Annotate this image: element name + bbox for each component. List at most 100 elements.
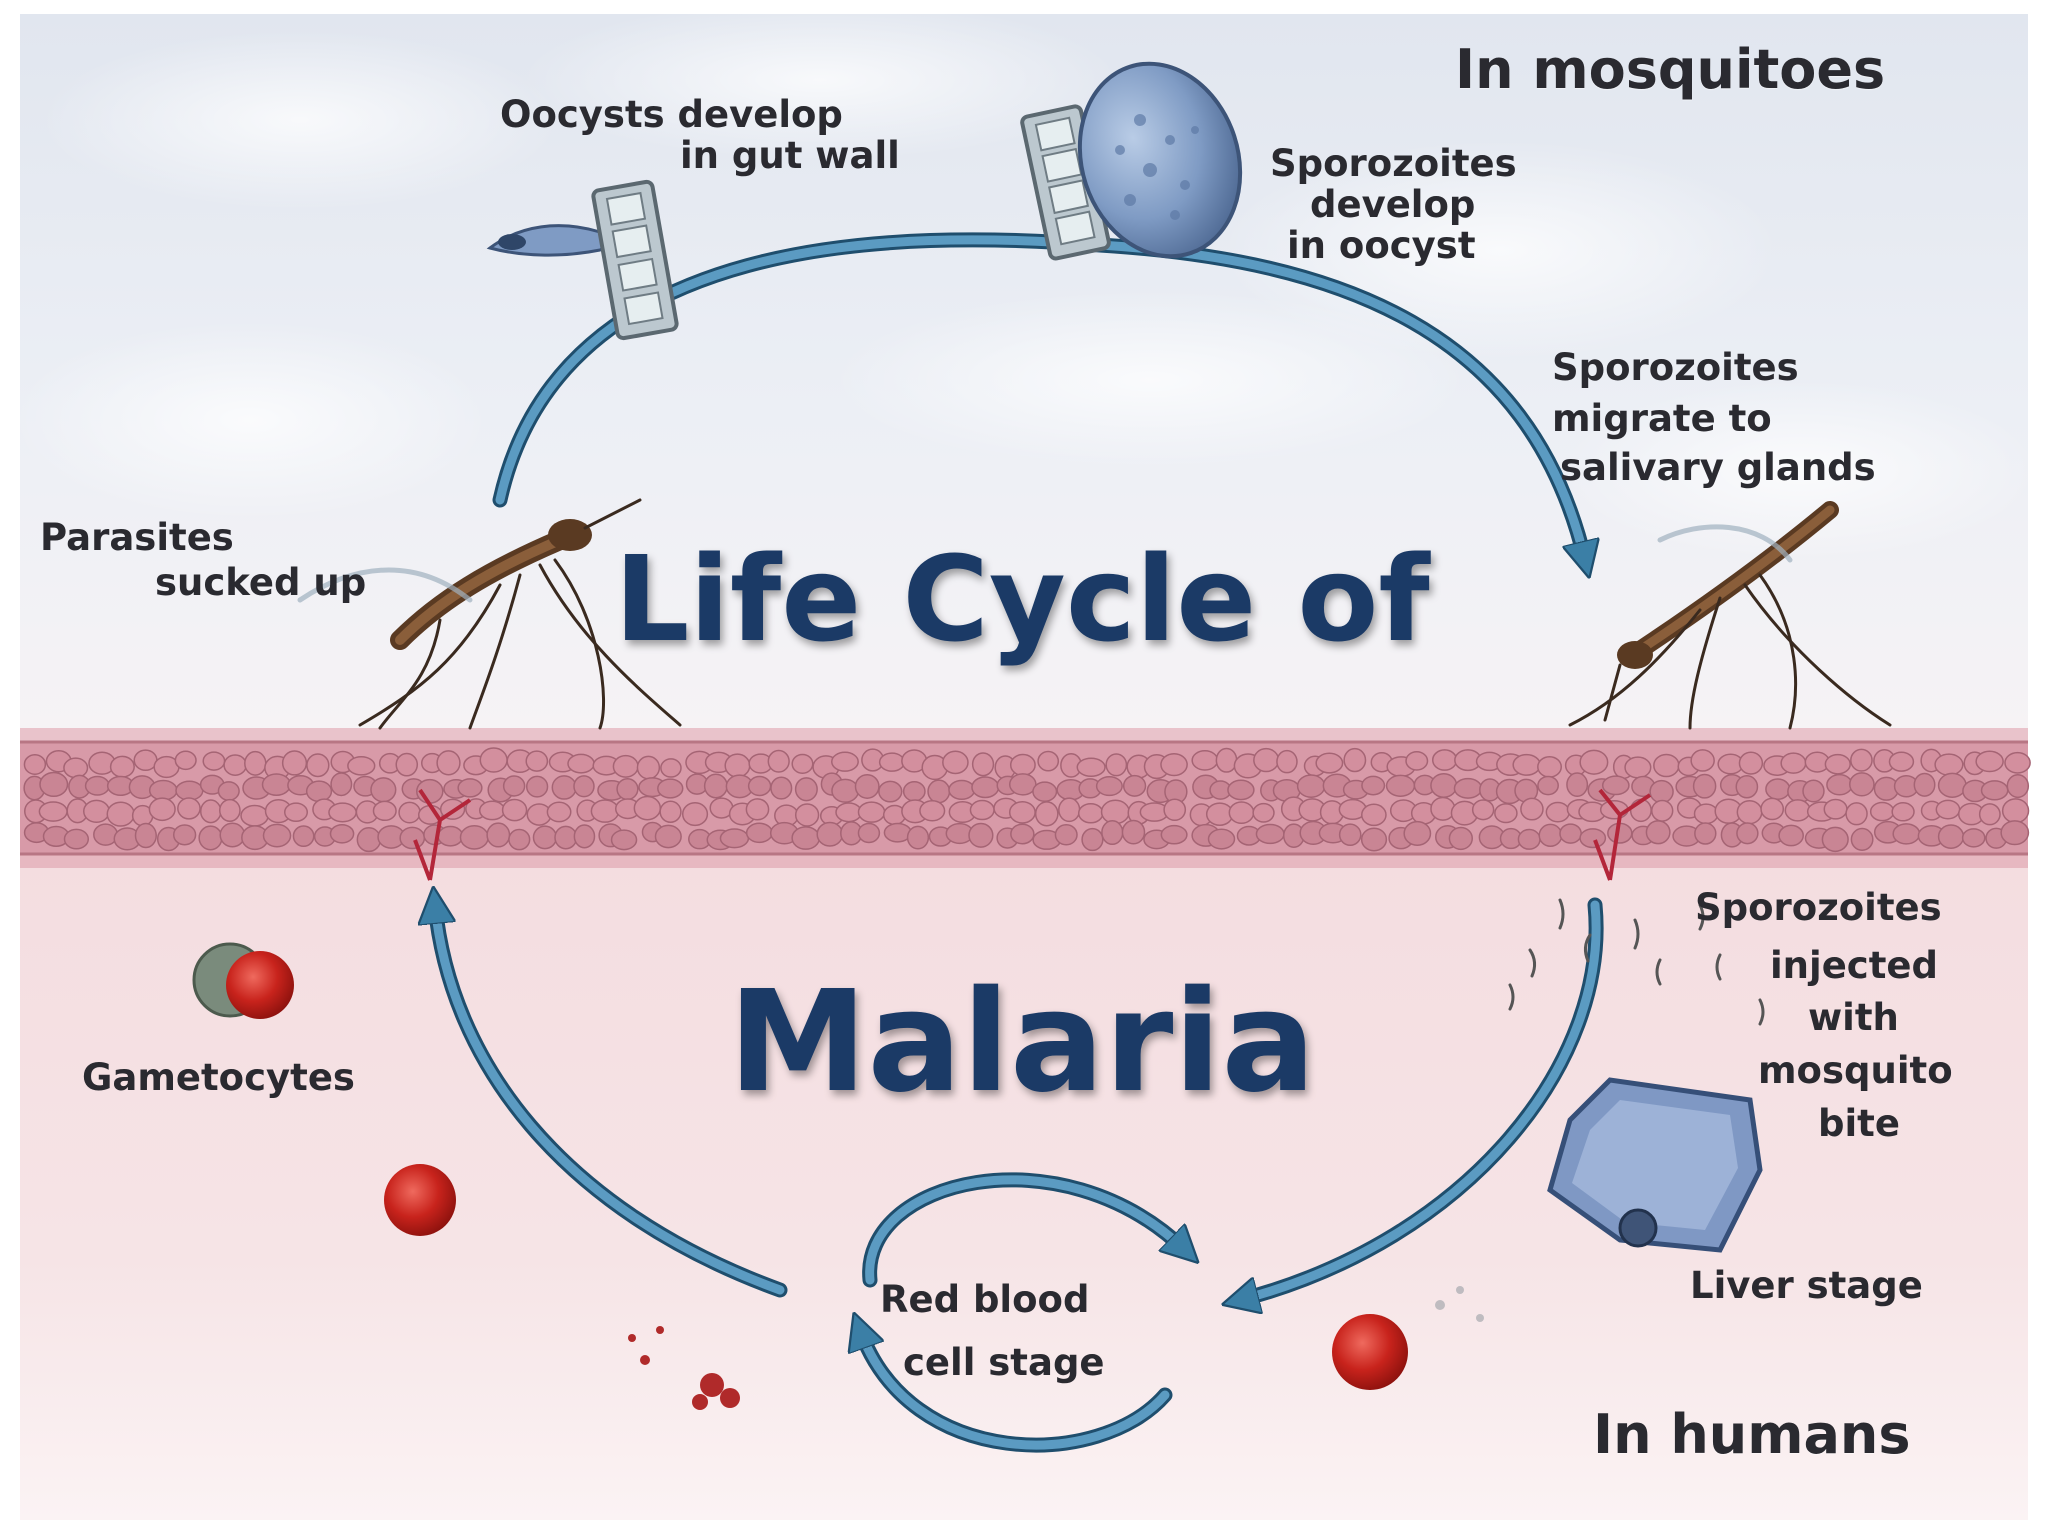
- skin-cell: [1343, 747, 1367, 773]
- skin-cell: [261, 773, 292, 797]
- skin-cell: [1121, 819, 1146, 845]
- label-rbc-line1: Red blood: [880, 1278, 1089, 1321]
- skin-cell: [1077, 802, 1104, 824]
- skin-cell: [831, 751, 859, 772]
- skin-cell: [1978, 803, 2001, 826]
- skin-cell: [1100, 799, 1130, 825]
- skin-cell: [1054, 824, 1078, 846]
- skin-cell: [198, 825, 223, 851]
- skin-cell: [1191, 750, 1219, 771]
- mosquito-left-illustration: [297, 498, 682, 730]
- skin-cell: [347, 755, 376, 776]
- skin-cell: [219, 822, 246, 848]
- label-spor-injected-line3: with: [1808, 996, 1899, 1039]
- sporozoites-illustration: [1508, 898, 1765, 1026]
- skin-cell: [1537, 775, 1559, 796]
- skin-cell: [857, 822, 881, 844]
- skin-cell: [478, 800, 506, 821]
- skin-cell: [770, 776, 793, 800]
- skin-cell: [1430, 773, 1458, 799]
- skin-cell: [719, 828, 750, 849]
- skin-cell: [1937, 772, 1967, 798]
- skin-cell: [1736, 822, 1759, 845]
- oocyst-illustration: [1020, 61, 1243, 261]
- skin-cell: [1385, 774, 1416, 797]
- skin-cell: [329, 823, 355, 844]
- skin-cell: [767, 749, 790, 773]
- title-line-2: Malaria: [728, 961, 1316, 1124]
- skin-cell: [573, 824, 596, 849]
- skin-cell: [660, 758, 682, 778]
- skin-cell: [948, 779, 976, 801]
- skin-cell: [38, 801, 68, 822]
- skin-cell: [502, 775, 526, 797]
- label-parasites-line1: Parasites: [40, 516, 234, 559]
- skin-cell: [202, 751, 226, 771]
- skin-cell: [1579, 828, 1607, 849]
- skin-cell: [356, 826, 382, 853]
- label-spor-injected-line4: mosquito: [1758, 1049, 1953, 1092]
- slide-title: Life Cycle of Malaria: [614, 530, 1431, 1124]
- skin-cell: [1163, 798, 1187, 822]
- skin-cell: [1403, 820, 1432, 846]
- skin-cell: [1207, 828, 1236, 850]
- skin-cell: [878, 780, 903, 803]
- skin-cell: [1448, 826, 1473, 851]
- skin-cell: [906, 825, 930, 850]
- skin-cell: [1228, 801, 1255, 825]
- skin-cell: [1849, 772, 1875, 797]
- skin-cell: [1431, 749, 1458, 771]
- skin-cell: [747, 775, 772, 797]
- skin-cell: [919, 799, 946, 822]
- region-label-humans: In humans: [1593, 1403, 1911, 1466]
- skin-cell: [942, 750, 969, 775]
- skin-cell: [1826, 773, 1853, 796]
- skin-cell: [525, 750, 549, 772]
- skin-cell: [2006, 773, 2030, 799]
- skin-cell: [1823, 798, 1848, 820]
- skin-cell: [1850, 827, 1874, 851]
- skin-cell: [84, 775, 110, 796]
- skin-cell: [1453, 777, 1483, 799]
- skin-cell: [616, 777, 639, 801]
- skin-cell: [1253, 747, 1280, 773]
- skin-cell: [459, 824, 489, 850]
- skin-cell: [1520, 797, 1544, 821]
- red-blood-cells: [192, 942, 1484, 1410]
- skin-cell: [1850, 748, 1873, 772]
- skin-cell: [1512, 753, 1541, 776]
- skin-cell: [508, 828, 531, 851]
- skin-cell: [1888, 751, 1915, 772]
- skin-cell: [134, 822, 157, 849]
- skin-cell: [1494, 803, 1518, 824]
- skin-cell: [1517, 828, 1541, 850]
- skin-cell: [612, 754, 639, 778]
- skin-cell: [1935, 799, 1961, 820]
- skin-cell: [1624, 756, 1652, 779]
- skin-cell: [223, 754, 247, 776]
- label-gametocytes: Gametocytes: [82, 1056, 355, 1099]
- skin-cell: [479, 747, 508, 773]
- skin-cell: [372, 800, 397, 822]
- skin-cell: [610, 829, 638, 851]
- skin-cell: [1765, 778, 1791, 800]
- skin-cell: [244, 750, 267, 776]
- skin-cell: [1913, 772, 1936, 797]
- skin-cell: [633, 795, 662, 821]
- skin-cell: [1537, 756, 1563, 778]
- skin-cell: [971, 752, 995, 777]
- label-liver-stage: Liver stage: [1690, 1264, 1923, 1307]
- skin-cell: [23, 754, 47, 775]
- skin-cell: [1961, 828, 1986, 848]
- skin-cell: [968, 822, 994, 848]
- skin-cell: [281, 750, 308, 776]
- skin-cell: [1821, 826, 1849, 853]
- skin-cell: [1802, 779, 1825, 803]
- label-rbc-line2: cell stage: [903, 1341, 1105, 1384]
- skin-cell: [1076, 757, 1106, 778]
- skin-cell: [1008, 800, 1036, 824]
- skin-cell: [525, 775, 549, 798]
- skin-cell: [1255, 823, 1285, 845]
- label-spor-oocyst-line1: Sporozoites: [1270, 142, 1517, 185]
